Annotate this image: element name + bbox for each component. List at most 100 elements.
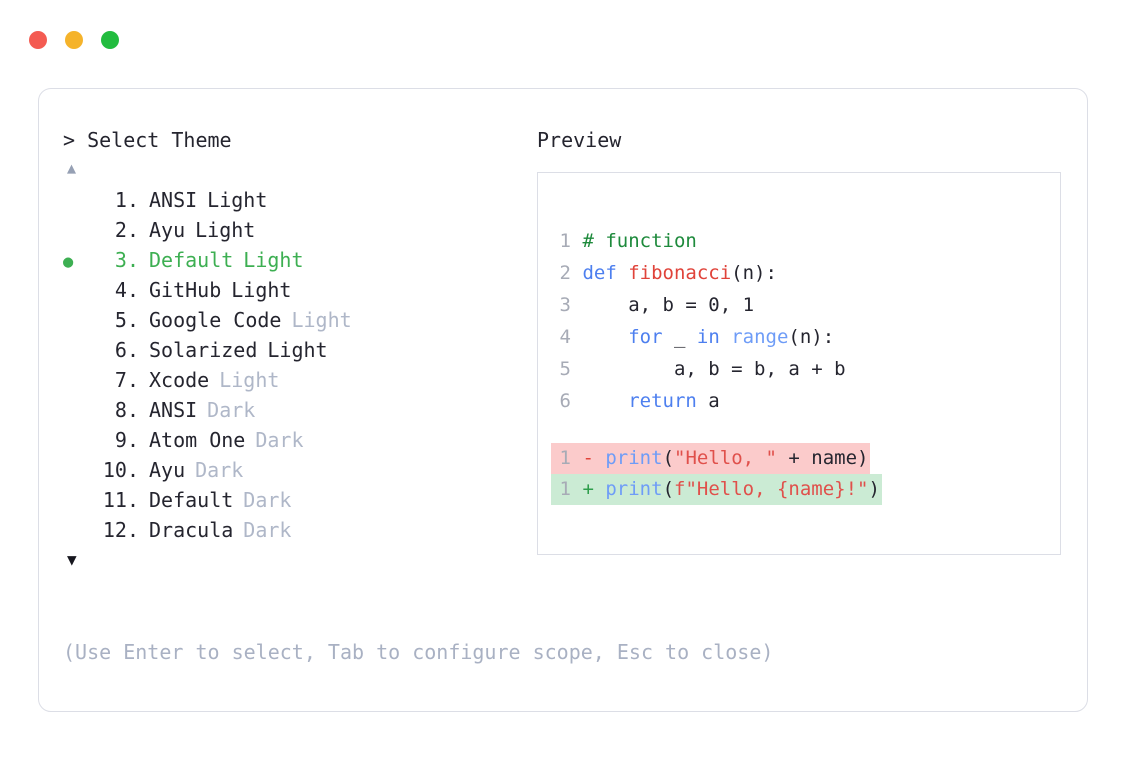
- code-token: (: [662, 447, 675, 469]
- code-token: 0: [708, 294, 720, 316]
- code-token: + name): [776, 447, 869, 469]
- theme-item-name: Xcode: [149, 368, 210, 392]
- code-token: range: [731, 326, 789, 348]
- code-token: # function: [582, 230, 697, 252]
- code-token: print: [605, 478, 663, 500]
- line-number: 1: [559, 447, 571, 469]
- minimize-window-button[interactable]: [65, 31, 83, 49]
- code-token: def: [582, 262, 629, 284]
- theme-item-name: Default: [149, 488, 234, 512]
- theme-item-name: ANSI: [149, 188, 198, 212]
- theme-item-variant: Dark: [195, 458, 244, 482]
- theme-item-variant: Dark: [243, 488, 292, 512]
- theme-item-name: Ayu: [149, 458, 186, 482]
- code-token: "Hello, ": [674, 447, 777, 469]
- theme-item-index: 8.: [114, 398, 139, 422]
- code-token: (: [662, 478, 675, 500]
- theme-item-variant: Dark: [207, 398, 256, 422]
- theme-item-name: Atom One: [149, 428, 246, 452]
- theme-item-variant: Light: [207, 188, 268, 212]
- gutter-space: [571, 358, 582, 380]
- code-token: f"Hello, {name}!": [674, 478, 869, 500]
- theme-item-index: 7.: [114, 368, 139, 392]
- line-number: 2: [559, 262, 571, 284]
- theme-item-index: 3.: [114, 248, 139, 272]
- theme-item-variant: Dark: [255, 428, 304, 452]
- line-number: 5: [559, 358, 571, 380]
- gutter-space: [571, 478, 582, 500]
- gutter-space: [571, 230, 582, 252]
- code-token: a: [696, 390, 720, 412]
- theme-item-variant: Light: [231, 278, 292, 302]
- code-line: 4 for _ in range(n):: [559, 321, 1050, 353]
- code-token: for: [628, 326, 663, 348]
- theme-item-index: 12.: [102, 518, 139, 542]
- code-token: print: [605, 447, 663, 469]
- code-token: in: [696, 326, 720, 348]
- line-number: 1: [559, 478, 571, 500]
- line-number: 4: [559, 326, 571, 348]
- theme-item-index: 5.: [114, 308, 139, 332]
- window-controls: [29, 31, 119, 49]
- code-line: 3 a, b = 0, 1: [559, 289, 1050, 321]
- code-token: ): [868, 478, 880, 500]
- code-token: [720, 326, 731, 348]
- code-token: (n):: [788, 326, 835, 348]
- gutter-space: [594, 447, 605, 469]
- code-token: (n):: [731, 262, 777, 284]
- code-line: 5 a, b = b, a + b: [559, 353, 1050, 385]
- selected-bullet-icon: ●: [63, 252, 74, 272]
- diff-sample: 1 - print("Hello, " + name)1 + print(f"H…: [551, 443, 882, 505]
- scroll-down-icon[interactable]: ▼: [67, 550, 77, 569]
- theme-item-index: 1.: [114, 188, 139, 212]
- theme-list-item[interactable]: 9. Atom One Dark: [63, 425, 533, 455]
- theme-item-name: Ayu: [149, 218, 186, 242]
- preview-label: Preview: [537, 128, 622, 152]
- code-token: [582, 326, 628, 348]
- theme-item-name: ANSI: [149, 398, 198, 422]
- theme-list-item[interactable]: 8. ANSI Dark: [63, 395, 533, 425]
- theme-item-index: 9.: [114, 428, 139, 452]
- diff-line-removed: 1 - print("Hello, " + name): [551, 443, 882, 474]
- code-line: 6 return a: [559, 385, 1050, 417]
- gutter-space: [571, 390, 582, 412]
- gutter-space: [594, 478, 605, 500]
- theme-item-index: 2.: [114, 218, 139, 242]
- line-number: 1: [559, 230, 571, 252]
- maximize-window-button[interactable]: [101, 31, 119, 49]
- theme-item-variant: Light: [195, 218, 256, 242]
- theme-item-name: Default: [149, 248, 234, 272]
- diff-line-content: 1 - print("Hello, " + name): [551, 443, 871, 474]
- theme-list-item[interactable]: 1. ANSI Light: [63, 185, 533, 215]
- code-line: 2 def fibonacci(n):: [559, 257, 1050, 289]
- keyboard-hint: (Use Enter to select, Tab to configure s…: [63, 640, 774, 664]
- code-token: a, b = b, a + b: [582, 358, 846, 380]
- scroll-up-icon[interactable]: ▲: [67, 159, 77, 177]
- gutter-space: [571, 326, 582, 348]
- theme-item-variant: Light: [243, 248, 304, 272]
- code-line: 1 # function: [559, 225, 1050, 257]
- diff-marker: +: [582, 478, 594, 500]
- line-number: 6: [559, 390, 571, 412]
- code-token: ,: [719, 294, 743, 316]
- page-title: > Select Theme: [63, 128, 232, 152]
- theme-list-item[interactable]: ● 3. Default Light: [63, 245, 533, 275]
- diff-marker: -: [582, 447, 594, 469]
- theme-list-item[interactable]: 2. Ayu Light: [63, 215, 533, 245]
- close-window-button[interactable]: [29, 31, 47, 49]
- theme-item-variant: Dark: [243, 518, 292, 542]
